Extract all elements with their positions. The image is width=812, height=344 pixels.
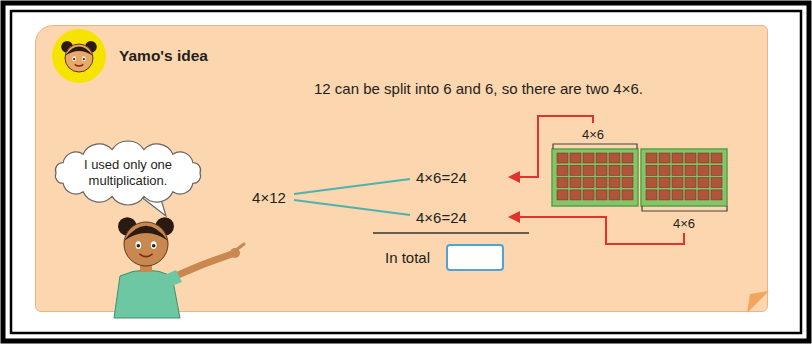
product-expression: 4×12 bbox=[252, 189, 286, 206]
answer-box bbox=[446, 244, 504, 271]
array-label: 4×6 bbox=[582, 127, 604, 142]
arrowhead bbox=[508, 171, 520, 183]
answer-group: In total bbox=[385, 244, 504, 271]
array-label: 4×6 bbox=[673, 216, 695, 231]
card-heading: Yamo's idea bbox=[119, 47, 208, 65]
intro-text: 12 can be split into 6 and 6, so there a… bbox=[314, 78, 664, 100]
sum-rule bbox=[373, 232, 529, 234]
arrowhead bbox=[508, 211, 520, 223]
bubble-text: I used only one multiplication. bbox=[80, 157, 176, 189]
avatar-face bbox=[61, 41, 97, 72]
speech-bubble: I used only one multiplication. bbox=[49, 142, 207, 204]
branch-line bbox=[294, 200, 410, 215]
equation: 4×6=24 bbox=[416, 169, 467, 186]
girl-face bbox=[118, 217, 174, 266]
outer-frame bbox=[3, 3, 809, 341]
bracket bbox=[642, 206, 727, 211]
girl-figure bbox=[114, 217, 244, 318]
total-label: In total bbox=[385, 249, 430, 266]
folded-corner bbox=[747, 291, 769, 313]
pointer-arrow bbox=[518, 217, 684, 244]
avatar-circle bbox=[52, 29, 106, 83]
inner-frame bbox=[11, 11, 801, 333]
pointer-arrow bbox=[518, 116, 593, 177]
idea-card: Yamo's idea 12 can be split into 6 and 6,… bbox=[35, 25, 768, 312]
equation: 4×6=24 bbox=[416, 209, 467, 226]
bracket bbox=[553, 144, 637, 149]
dot-array bbox=[641, 149, 727, 206]
branch-line bbox=[294, 179, 410, 194]
dot-array bbox=[552, 149, 638, 206]
